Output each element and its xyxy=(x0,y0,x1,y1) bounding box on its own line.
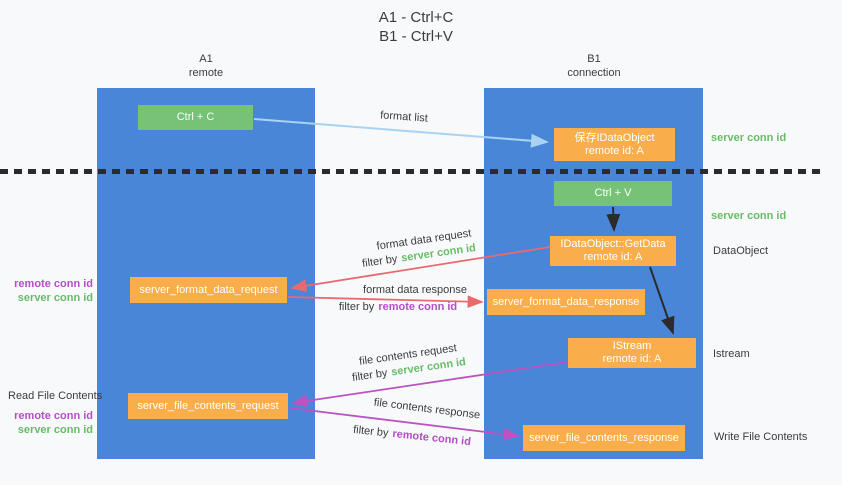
server-file-contents-response-label: server_file_contents_response xyxy=(529,431,679,444)
diagram-title: A1 - Ctrl+C B1 - Ctrl+V xyxy=(331,8,501,46)
title-line-1: A1 - Ctrl+C xyxy=(378,9,454,26)
filter-by-text: filter by xyxy=(338,301,375,313)
server-format-data-request-label: server_format_data_request xyxy=(139,283,278,296)
session-divider-dotted-line xyxy=(0,169,822,174)
getdata-line1: IDataObject::GetData xyxy=(560,238,666,250)
istream-side-label: Istream xyxy=(713,348,750,360)
save-idataobject-node: 保存IDataObject remote id: A xyxy=(554,128,675,161)
server-format-data-response-label: server_format_data_response xyxy=(492,295,640,308)
remote-conn-id-key: remote conn id xyxy=(391,427,472,449)
getdata-line2: remote id: A xyxy=(583,251,643,263)
server-conn-id-label-right-mid: server conn id xyxy=(711,210,787,222)
write-file-contents-label: Write File Contents xyxy=(714,431,808,443)
server-conn-id-label-left-bottom: server conn id xyxy=(17,424,93,436)
filter-by-text: filter by xyxy=(352,423,390,440)
istream-line1: IStream xyxy=(612,340,652,352)
lane-a1-title: A1 xyxy=(199,53,213,65)
dataobject-label: DataObject xyxy=(713,245,769,257)
ctrl-v-label: Ctrl + V xyxy=(594,187,632,199)
server-file-contents-request-node: server_file_contents_request xyxy=(128,393,288,419)
lane-b1-title: B1 xyxy=(587,53,601,65)
lane-header-a1: A1 remote xyxy=(146,52,266,80)
lane-header-b1: B1 connection xyxy=(534,52,654,80)
remote-conn-id-label-left-bottom: remote conn id xyxy=(14,410,93,422)
save-idataobject-line2: remote id: A xyxy=(585,144,644,157)
istream-line2: remote id: A xyxy=(602,353,662,365)
server-conn-id-label-left-top: server conn id xyxy=(17,292,93,304)
server-file-contents-response-node: server_file_contents_response xyxy=(523,425,685,451)
server-file-contents-request-label: server_file_contents_request xyxy=(137,399,279,412)
remote-conn-id-key: remote conn id xyxy=(378,301,458,313)
format-list-label: format list xyxy=(379,109,429,125)
format-data-response-label: format data response xyxy=(363,284,467,296)
lane-b1-subtitle: connection xyxy=(567,67,621,79)
server-conn-id-label-right-top: server conn id xyxy=(711,132,787,144)
ctrl-v-node: Ctrl + V xyxy=(554,181,672,206)
lane-a1-subtitle: remote xyxy=(188,67,224,79)
title-line-2: B1 - Ctrl+V xyxy=(379,28,453,45)
server-format-data-request-node: server_format_data_request xyxy=(130,277,287,303)
save-idataobject-line1: 保存IDataObject xyxy=(574,131,655,144)
server-format-data-response-node: server_format_data_response xyxy=(487,289,645,315)
filter-by-text: filter by xyxy=(351,367,389,384)
read-file-contents-label: Read File Contents xyxy=(8,390,103,402)
istream-node: IStream remote id: A xyxy=(568,338,696,368)
idataobject-getdata-node: IDataObject::GetData remote id: A xyxy=(550,236,676,266)
file-contents-response-label: file contents response xyxy=(373,396,481,422)
ctrl-c-label: Ctrl + C xyxy=(176,111,215,123)
remote-conn-id-label-left-top: remote conn id xyxy=(14,278,93,290)
filter-by-text: filter by xyxy=(361,253,399,270)
ctrl-c-node: Ctrl + C xyxy=(138,105,253,130)
